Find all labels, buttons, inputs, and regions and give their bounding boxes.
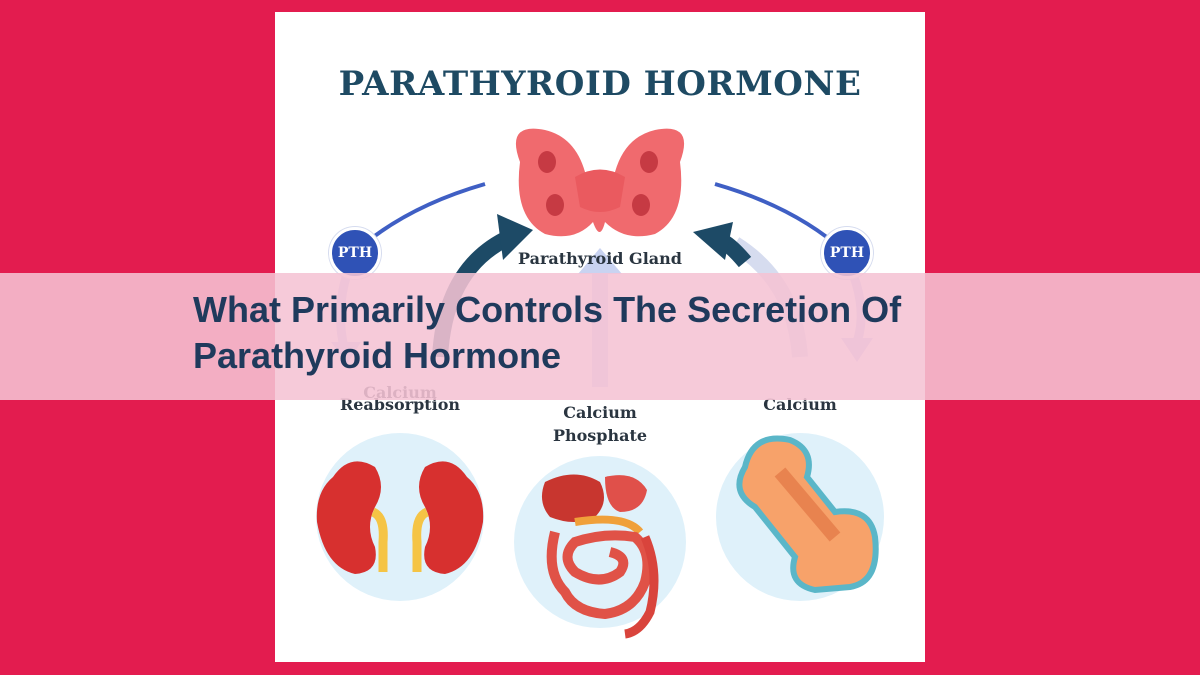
- feedback-arrow-right-head: [693, 222, 733, 260]
- headline-text: What Primarily Controls The Secretion Of…: [193, 289, 902, 376]
- center-up-arrow-head: [578, 248, 622, 274]
- intestine-illustration: [514, 456, 686, 639]
- gland-label: Parathyroid Gland: [518, 249, 682, 268]
- headline-banner: [0, 273, 1200, 400]
- parathyroid-gland-illustration: [515, 128, 685, 237]
- kidney-illustration: [316, 433, 484, 601]
- center-label-bottom: Phosphate: [552, 426, 648, 445]
- diagram-title: PARATHYROID HORMONE: [338, 64, 862, 104]
- pth-badge-left: PTH: [329, 227, 381, 279]
- feedback-arrow-left-head: [497, 214, 533, 260]
- center-label-top: Calcium: [563, 403, 637, 422]
- pth-badge-right: PTH: [821, 227, 873, 279]
- bone-illustration: [716, 433, 884, 601]
